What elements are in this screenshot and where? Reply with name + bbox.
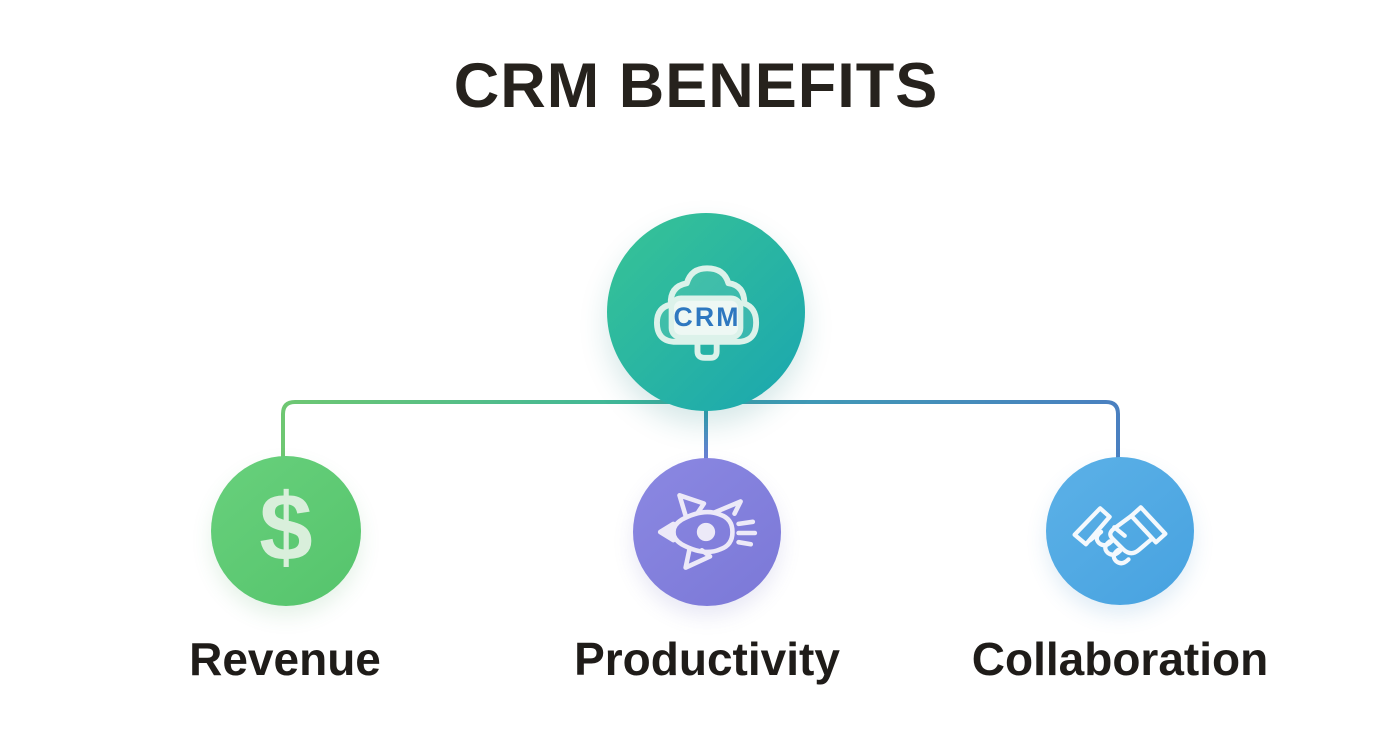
page-title: CRM BENEFITS bbox=[453, 51, 939, 121]
node-crm: CRM bbox=[607, 213, 805, 411]
rocket-icon bbox=[657, 493, 758, 570]
handshake-icon bbox=[1072, 505, 1168, 566]
node-revenue: $ bbox=[211, 456, 361, 606]
crm-cloud-icon: CRM bbox=[654, 265, 760, 361]
label-productivity: Productivity bbox=[574, 633, 840, 685]
label-collaboration: Collaboration bbox=[971, 633, 1269, 685]
crm-label: CRM bbox=[674, 302, 741, 332]
dollar-sign-icon: $ bbox=[259, 474, 313, 581]
node-collaboration bbox=[1046, 457, 1194, 605]
label-revenue: Revenue bbox=[189, 633, 381, 685]
node-productivity bbox=[633, 458, 781, 606]
